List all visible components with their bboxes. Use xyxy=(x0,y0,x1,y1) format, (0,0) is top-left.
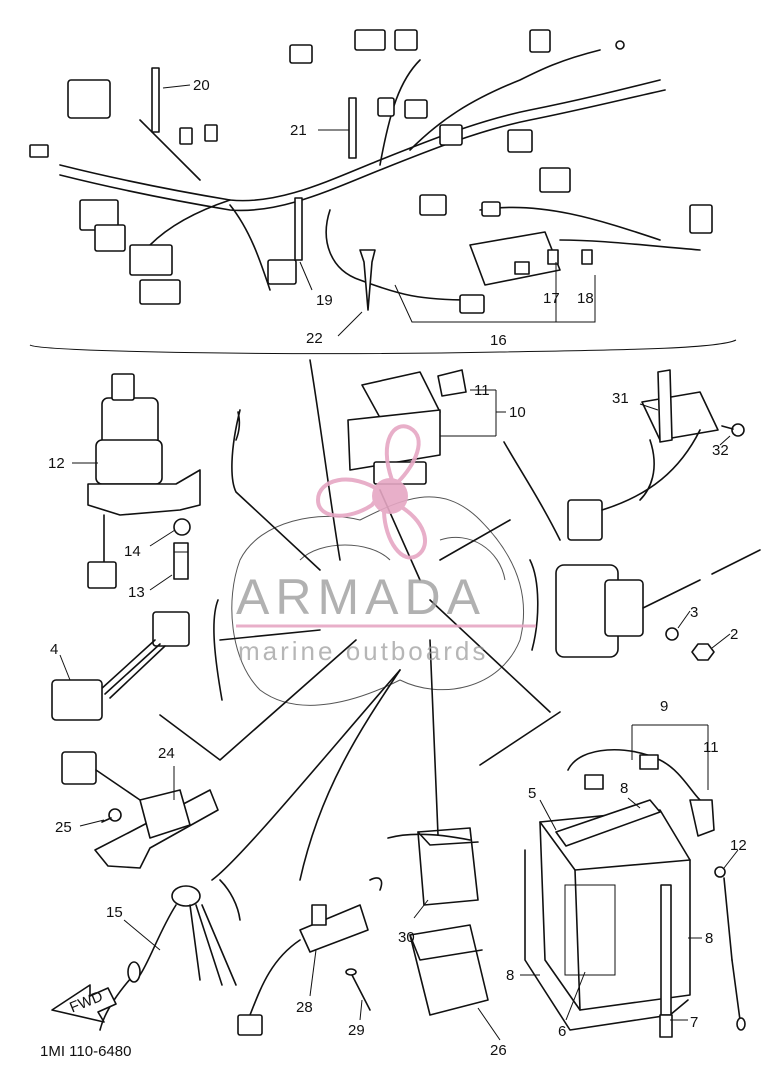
battery-lead-12 xyxy=(714,866,746,1031)
main-switch-15 xyxy=(87,373,201,589)
callout-32: 31 xyxy=(612,390,629,407)
callout-14: 11 xyxy=(474,382,490,399)
callout-6: 6 xyxy=(558,1023,566,1040)
leader-lines-center xyxy=(159,359,561,921)
screw-30 xyxy=(345,968,371,1011)
callout-16: 13 xyxy=(128,584,145,601)
callout-26: 26 xyxy=(490,1042,507,1059)
sidestand-switch-27 xyxy=(61,751,219,869)
frame-outline xyxy=(231,496,525,706)
watermark: ARMADA marine outboards xyxy=(236,424,536,666)
callout-29: 28 xyxy=(296,999,313,1016)
callout-8-b: 8 xyxy=(506,967,514,984)
battery-lead-7 xyxy=(659,884,673,1038)
callout-19: 16 xyxy=(490,332,507,349)
callout-28: 25 xyxy=(55,819,72,836)
battery-cover-8 xyxy=(524,849,689,1031)
neutral-switch-18 xyxy=(99,885,237,1031)
callout-12-text: 12 xyxy=(730,837,747,854)
callout-30: 29 xyxy=(348,1022,365,1039)
washer-3 xyxy=(665,627,679,641)
callout-23: 20 xyxy=(193,77,210,94)
nut-2 xyxy=(691,643,715,661)
callout-17: 14 xyxy=(124,543,141,560)
wire-harness-19 xyxy=(29,29,737,355)
switch-29 xyxy=(237,904,369,1036)
leader-lines-top xyxy=(162,84,363,337)
battery-lead-10 xyxy=(567,724,715,837)
callout-11-text: 11 xyxy=(703,739,719,756)
direction-arrow: FWD xyxy=(51,984,117,1023)
callout-9: 8 xyxy=(620,780,628,797)
callout-33: 32 xyxy=(712,442,729,459)
callout-25: 22 xyxy=(306,330,323,347)
propeller-logo xyxy=(315,424,428,560)
starter-relay xyxy=(555,549,761,658)
bolt-16 xyxy=(173,542,189,580)
relay-32 xyxy=(567,369,719,541)
callout-24: 21 xyxy=(290,122,307,139)
drawing-number: 1MI 110-6480 xyxy=(40,1043,131,1060)
callout-labels: 20 21 19 22 17 18 16 11 10 31 32 12 14 1… xyxy=(40,77,738,1060)
callout-3: 3 xyxy=(690,604,698,621)
callout-10: 9 xyxy=(660,698,668,715)
sub-harness-4 xyxy=(51,611,190,721)
fuse-14 xyxy=(437,369,467,397)
callout-5: 5 xyxy=(528,785,536,802)
callout-8-a: 8 xyxy=(705,930,713,947)
callout-21: 18 xyxy=(577,290,594,307)
leader-lines-callouts xyxy=(59,389,739,1041)
callout-27: 24 xyxy=(158,745,175,762)
watermark-tagline: marine outboards xyxy=(238,636,488,666)
callout-20: 17 xyxy=(543,290,560,307)
relay-26 xyxy=(409,924,489,1016)
watermark-brand: ARMADA xyxy=(236,569,486,625)
callout-4: 4 xyxy=(50,641,58,658)
callout-15: 12 xyxy=(48,455,65,472)
bolt-28 xyxy=(101,808,122,823)
flasher-relay-31 xyxy=(417,827,479,906)
washer-17 xyxy=(173,518,191,536)
callout-13: 10 xyxy=(509,404,526,421)
callout-2: 2 xyxy=(730,626,738,643)
bolt-33 xyxy=(721,423,745,437)
callout-18: 15 xyxy=(106,904,123,921)
callout-22: 19 xyxy=(316,292,333,309)
callout-7: 7 xyxy=(690,1014,698,1031)
callout-31: 30 xyxy=(398,929,415,946)
